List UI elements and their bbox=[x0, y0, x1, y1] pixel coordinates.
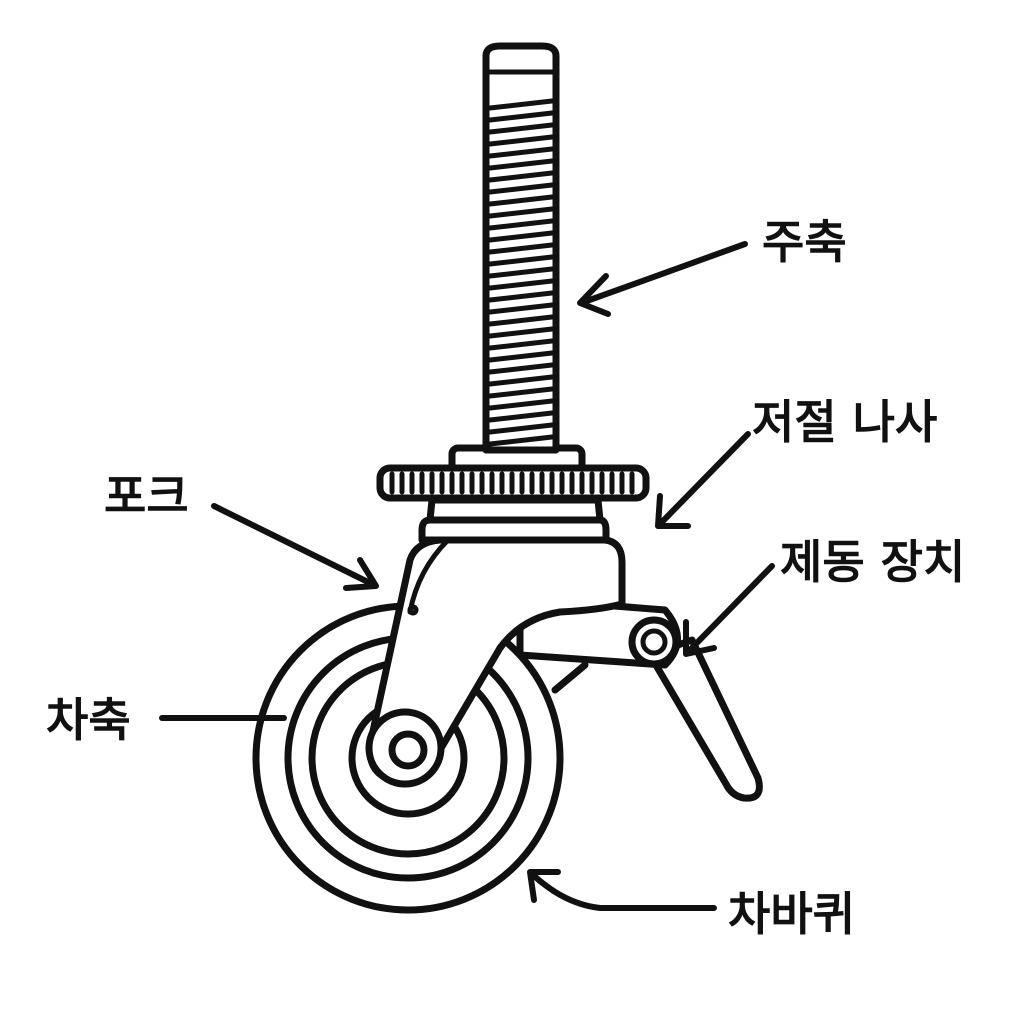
thread-line bbox=[487, 350, 555, 363]
thread-line bbox=[487, 362, 555, 375]
arrow-spindle bbox=[577, 241, 748, 317]
thread-line bbox=[487, 206, 555, 219]
label-axle: 차축 bbox=[46, 693, 131, 747]
spindle bbox=[482, 42, 560, 454]
thread-line bbox=[487, 170, 555, 183]
thread-line bbox=[487, 158, 555, 171]
thread-line bbox=[487, 374, 555, 387]
swivel-collar bbox=[418, 496, 610, 544]
thread-line bbox=[487, 230, 555, 243]
thread-line bbox=[487, 422, 555, 435]
thread-line bbox=[487, 290, 555, 303]
arrow-brake bbox=[683, 563, 775, 657]
thread-line bbox=[487, 182, 555, 195]
arrow-adjust-screw bbox=[655, 431, 751, 529]
label-adjust-screw: 저절 나사 bbox=[752, 395, 937, 449]
thread-line bbox=[487, 194, 555, 207]
thread-line bbox=[487, 278, 555, 291]
adjustment-nut bbox=[376, 444, 650, 502]
thread-line bbox=[487, 302, 555, 315]
arrow-wheel bbox=[527, 869, 717, 911]
thread-lines bbox=[487, 98, 555, 447]
thread-line bbox=[487, 338, 555, 351]
thread-line bbox=[487, 98, 555, 111]
brake-lever bbox=[516, 596, 763, 802]
arrow-fork bbox=[211, 503, 379, 591]
label-wheel: 차바퀴 bbox=[728, 887, 855, 941]
thread-line bbox=[487, 434, 555, 447]
thread-line bbox=[487, 398, 555, 411]
label-brake: 제동 장치 bbox=[780, 535, 965, 589]
thread-line bbox=[487, 326, 555, 339]
label-spindle: 주축 bbox=[762, 215, 847, 269]
thread-line bbox=[487, 146, 555, 159]
thread-line bbox=[487, 242, 555, 255]
thread-line bbox=[487, 122, 555, 135]
thread-line bbox=[487, 266, 555, 279]
labels: 주축 저절 나사 포크 제동 장치 차축 차바퀴 bbox=[46, 215, 965, 941]
thread-line bbox=[487, 386, 555, 399]
thread-line bbox=[487, 110, 555, 123]
thread-line bbox=[487, 218, 555, 231]
knurl-lines bbox=[389, 471, 635, 495]
thread-line bbox=[487, 410, 555, 423]
thread-line bbox=[487, 134, 555, 147]
arrows bbox=[159, 241, 775, 911]
thread-line bbox=[487, 254, 555, 267]
thread-line bbox=[487, 314, 555, 327]
label-fork: 포크 bbox=[104, 469, 189, 523]
